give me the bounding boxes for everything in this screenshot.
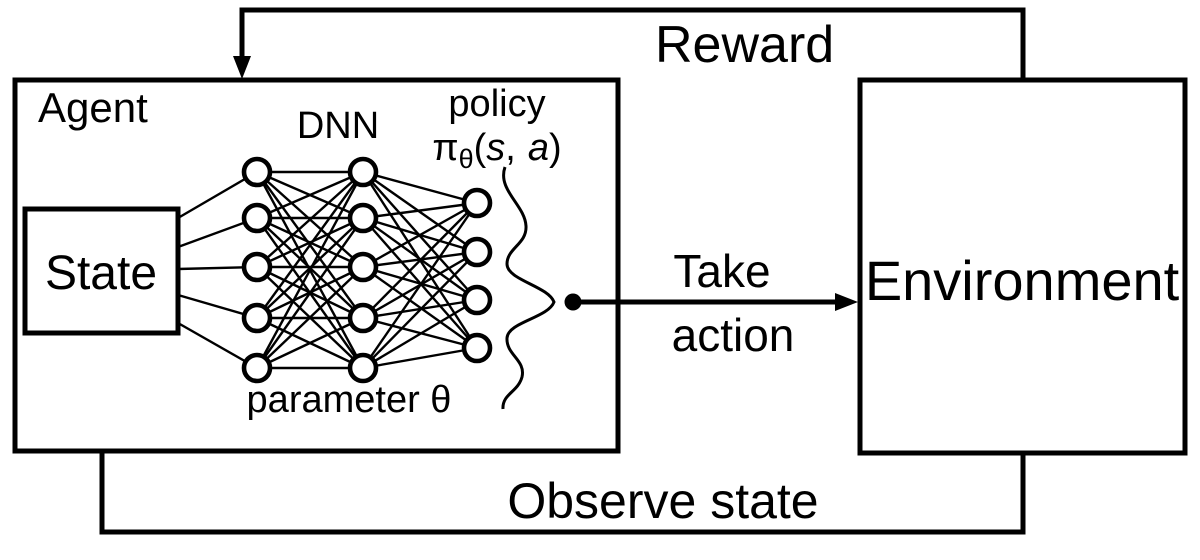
formula-lparen: ( bbox=[474, 127, 487, 169]
nn-link bbox=[362, 251, 478, 369]
nn-node bbox=[241, 352, 273, 384]
nn-link bbox=[362, 298, 478, 370]
nn-node bbox=[347, 251, 379, 283]
policy-curve bbox=[501, 166, 556, 410]
reward-wire bbox=[239, 7, 1026, 80]
environment-box bbox=[857, 77, 1188, 456]
nn-link bbox=[256, 316, 364, 370]
nn-link bbox=[255, 171, 365, 369]
nn-node bbox=[241, 156, 273, 188]
nn-node bbox=[461, 187, 493, 219]
nn-link bbox=[256, 170, 364, 220]
take-action-label-line1: Take bbox=[673, 245, 770, 297]
nn-node bbox=[461, 236, 493, 268]
agent-label: Agent bbox=[38, 84, 148, 131]
nn-link bbox=[362, 202, 478, 319]
nn-link bbox=[362, 202, 478, 369]
nn-link bbox=[362, 346, 478, 370]
environment-label: Environment bbox=[865, 249, 1180, 312]
take-action-label-line2: action bbox=[672, 309, 795, 361]
parameter-caption: parameter θ bbox=[247, 379, 452, 421]
observe-state-label: Observe state bbox=[507, 473, 818, 529]
nn-node bbox=[461, 332, 493, 364]
nn-link bbox=[362, 201, 478, 220]
nn-link bbox=[256, 171, 364, 319]
nn-node bbox=[241, 202, 273, 234]
formula-a: a bbox=[528, 127, 549, 169]
policy-caption: policy bbox=[448, 83, 545, 125]
nn-node bbox=[347, 302, 379, 334]
theta-subscript: θ bbox=[459, 144, 474, 174]
policy-formula: πθ(s, a) bbox=[432, 127, 561, 174]
nn-node bbox=[241, 251, 273, 283]
nn-link bbox=[256, 266, 364, 369]
nn-node bbox=[347, 156, 379, 188]
reward-arrow bbox=[233, 7, 1026, 80]
reward-label: Reward bbox=[655, 16, 834, 74]
nn-link bbox=[256, 171, 364, 268]
pi-symbol: π bbox=[432, 127, 458, 169]
nn-link bbox=[362, 201, 478, 269]
state-box bbox=[22, 206, 181, 336]
nn-link bbox=[362, 170, 478, 205]
take-action-arrow bbox=[564, 293, 858, 311]
take-action-arrowhead-icon bbox=[835, 293, 858, 311]
formula-rparen: ) bbox=[549, 127, 562, 169]
nn-nodes bbox=[241, 156, 493, 384]
reward-arrowhead-icon bbox=[233, 56, 251, 79]
state-label: State bbox=[45, 247, 157, 300]
nn-link bbox=[362, 266, 478, 349]
nn-link bbox=[256, 216, 364, 269]
formula-s: s bbox=[486, 127, 505, 169]
formula-comma: , bbox=[505, 127, 516, 169]
nn-link bbox=[362, 171, 478, 253]
dnn-label: DNN bbox=[297, 105, 379, 147]
nn-node bbox=[461, 284, 493, 316]
nn-link bbox=[256, 217, 364, 369]
nn-node bbox=[347, 202, 379, 234]
nn-node bbox=[347, 352, 379, 384]
nn-node bbox=[241, 302, 273, 334]
